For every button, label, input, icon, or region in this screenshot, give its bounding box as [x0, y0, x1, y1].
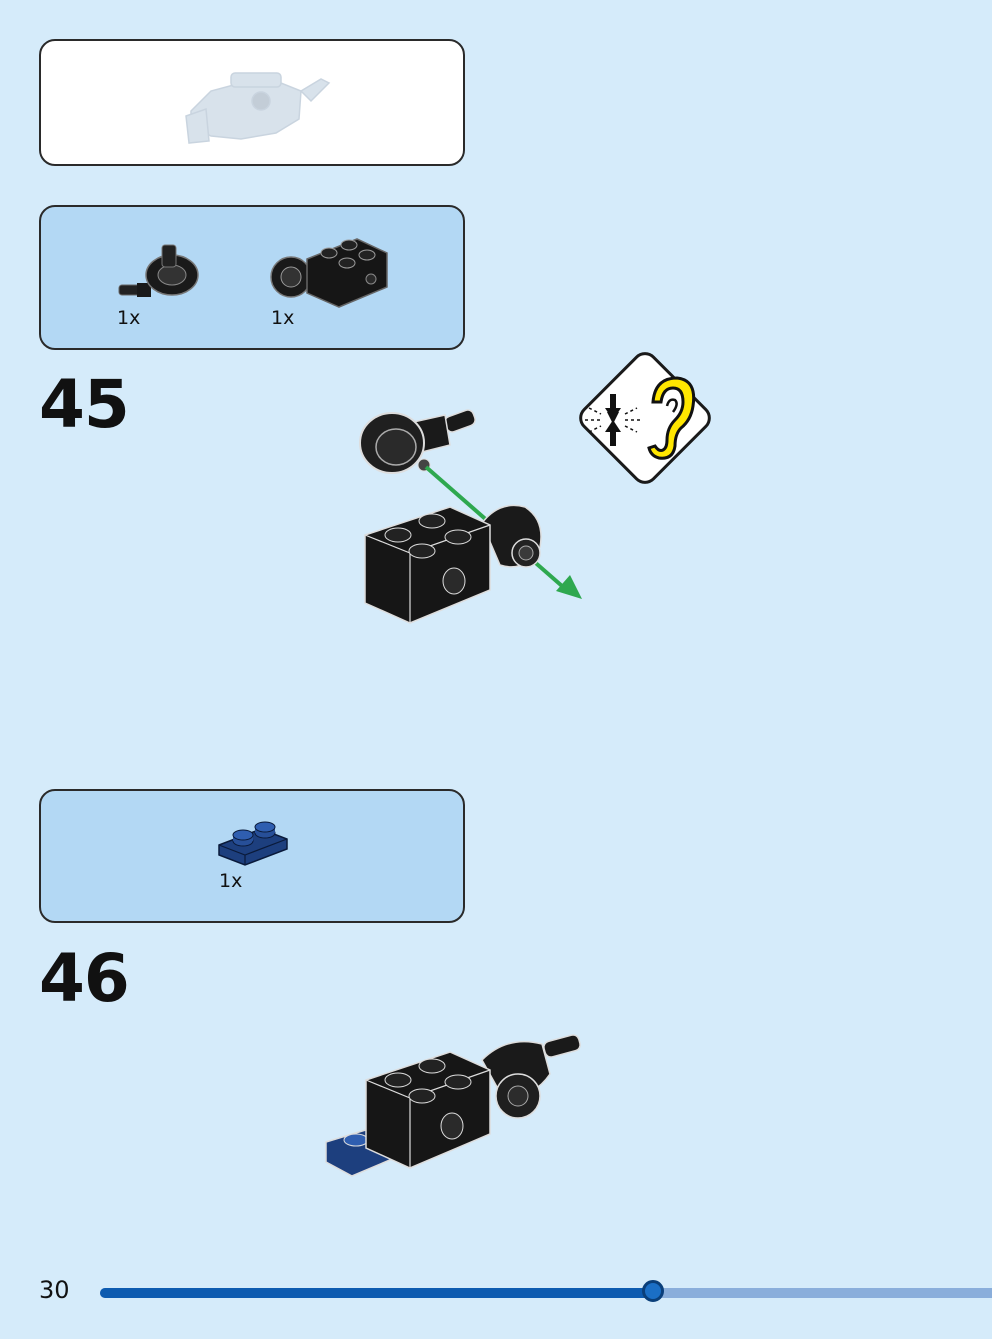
sub-assembly-icon — [185, 72, 331, 144]
ball-joint-axle-icon — [118, 244, 199, 297]
progress-bar — [100, 1280, 992, 1302]
sub-assembly-preview — [39, 39, 465, 166]
blue-plate-1x2-icon — [218, 821, 288, 866]
step-number: 45 — [39, 366, 130, 443]
step-number: 46 — [39, 940, 130, 1017]
part-qty: 1x — [117, 307, 141, 329]
part-qty: 1x — [219, 870, 243, 892]
brick-with-socket-icon — [270, 238, 388, 308]
step-45-assembly-illustration — [359, 409, 582, 624]
progress-fill — [100, 1288, 654, 1298]
listen-for-click-icon — [579, 352, 711, 484]
parts-panel-step-45: 1x 1x — [39, 205, 465, 350]
part-qty: 1x — [271, 307, 295, 329]
progress-marker — [642, 1280, 665, 1302]
parts-panel-step-46: 1x — [39, 789, 465, 923]
step-46-assembly-illustration — [325, 1034, 581, 1177]
page-number: 30 — [39, 1276, 70, 1304]
